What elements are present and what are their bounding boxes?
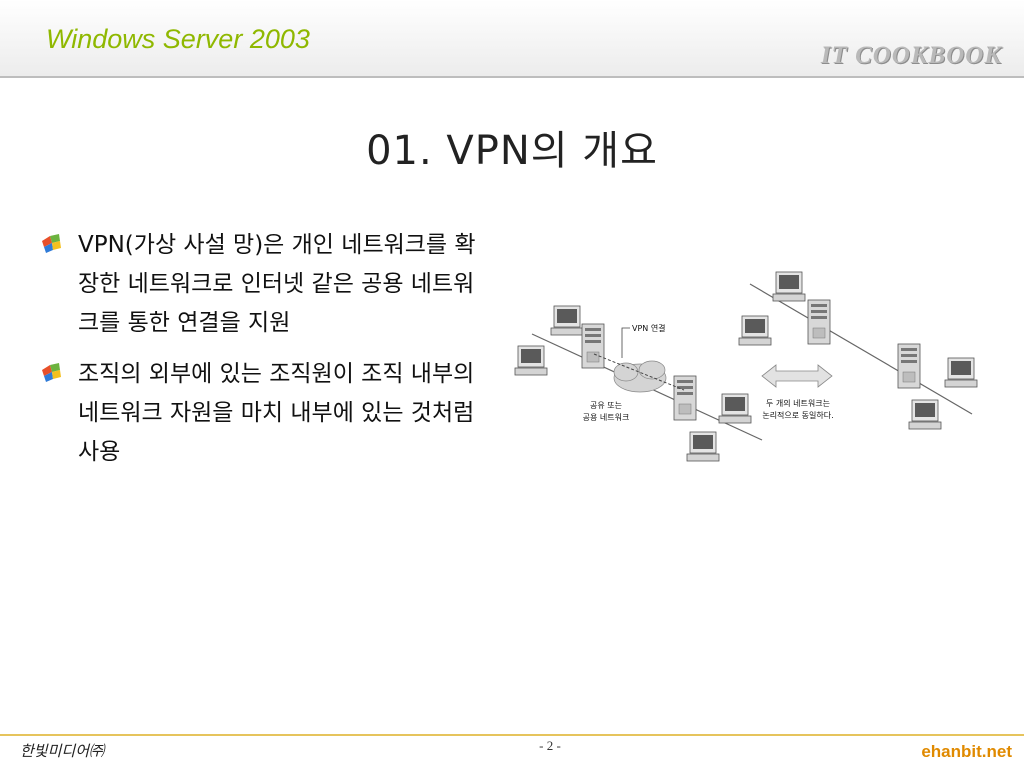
computer-icon [514,345,548,376]
brand-logo: IT COOKBOOK [820,42,1002,69]
computer-icon [944,357,978,388]
vpn-label: VPN 연결 [632,323,666,333]
website-link[interactable]: ehanbit.net [921,742,1012,761]
double-arrow-icon [761,364,833,388]
bullet-text: 조직의 외부에 있는 조직원이 조직 내부의 네트워크 자원을 마치 내부에 있… [78,361,475,465]
server-icon [673,375,697,421]
page-number: - 2 - [539,738,561,753]
bullet-item: VPN(가상 사설 망)은 개인 네트워크를 확장한 네트워크로 인터넷 같은 … [38,226,488,343]
computer-icon [772,271,806,302]
vpn-label-leader [621,327,630,358]
footer-divider [0,734,1024,736]
server-icon [807,299,831,345]
right-network-line [749,283,973,415]
slide-header: Windows Server 2003 IT COOKBOOK [0,0,1024,78]
computer-icon [738,315,772,346]
header-title: Windows Server 2003 [46,24,310,54]
equivalence-note: 논리적으로 동일하다. [762,410,833,420]
computer-icon [550,305,584,336]
publisher-name: 한빛미디어㈜ [20,742,105,760]
bullet-list: VPN(가상 사설 망)은 개인 네트워크를 확장한 네트워크로 인터넷 같은 … [38,226,488,484]
cloud-label: 공용 네트워크 [583,413,630,422]
vpn-network-diagram: VPN 연결 공유 또는 공용 네트워크 두 개의 네트워크는 논리적으로 동일… [514,271,978,462]
cloud-label: 공유 또는 [590,401,622,410]
computer-icon [718,393,752,424]
server-icon [897,343,921,389]
vpn-link-line [593,353,685,391]
bullet-item: 조직의 외부에 있는 조직원이 조직 내부의 네트워크 자원을 마치 내부에 있… [38,355,488,472]
computer-icon [686,431,720,462]
bullet-text: VPN(가상 사설 망)은 개인 네트워크를 확장한 네트워크로 인터넷 같은 … [78,232,476,336]
windows-flag-icon [42,363,61,382]
server-icon [581,323,605,369]
slide-title: 01. VPN의 개요 [366,128,658,174]
windows-flag-icon [42,234,61,253]
computer-icon [908,399,942,430]
equivalence-note: 두 개의 네트워크는 [766,398,830,408]
